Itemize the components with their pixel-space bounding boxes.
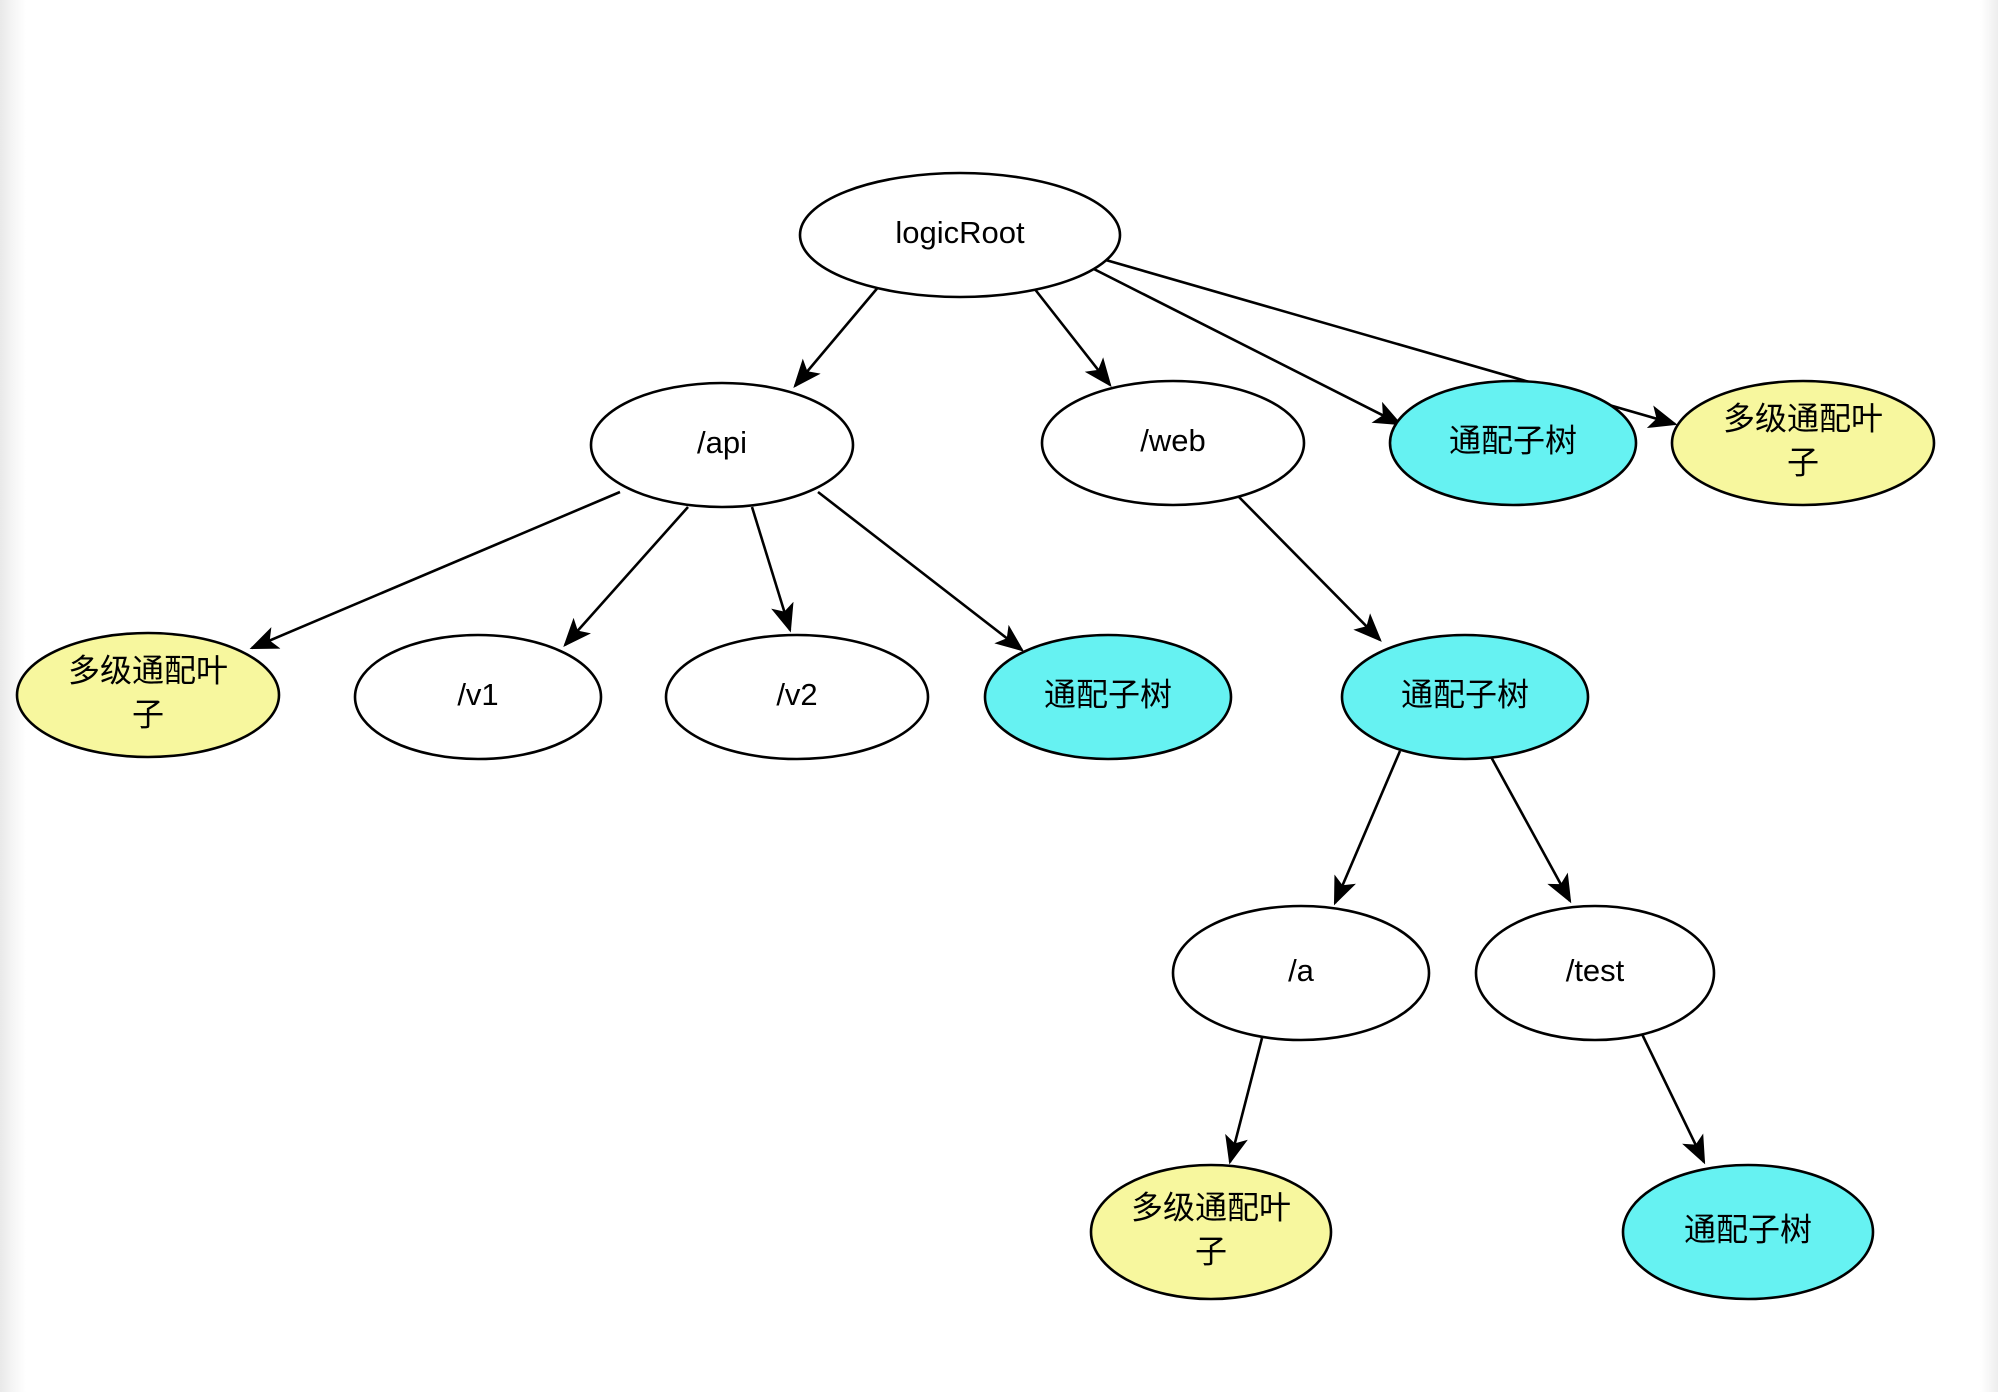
node-label-mwl1-line1: 多级通配叶: [1723, 400, 1883, 436]
node-label-mwl3-line2: 子: [1195, 1233, 1227, 1269]
node-shape-test: [1474, 904, 1716, 1042]
graph-node-wc4[interactable]: 通配子树: [1621, 1163, 1875, 1301]
node-shape-v2: [664, 633, 930, 761]
edge-api-to-v2: [750, 506, 794, 633]
edge-wc3-to-a: [1333, 750, 1402, 906]
node-label-api: /api: [697, 425, 747, 460]
node-label-root: logicRoot: [895, 215, 1025, 250]
graph-node-wc2[interactable]: 通配子树: [983, 633, 1233, 761]
edge-web-to-wc3: [1235, 493, 1382, 642]
node-label-web: /web: [1140, 423, 1205, 458]
node-label-v1: /v1: [457, 677, 498, 712]
node-label-wc1: 通配子树: [1449, 422, 1577, 458]
edge-root-to-wc1: [1079, 260, 1403, 426]
graph-node-web[interactable]: /web: [1040, 379, 1306, 507]
node-label-mwl1-line2: 子: [1787, 444, 1819, 480]
node-label-test: /test: [1566, 953, 1625, 988]
edge-api-to-wc2: [817, 490, 1025, 652]
node-label-wc3: 通配子树: [1401, 676, 1529, 712]
node-shape-wc4: [1621, 1163, 1875, 1301]
graph-node-test[interactable]: /test: [1474, 904, 1716, 1042]
graph-node-a[interactable]: /a: [1171, 904, 1431, 1042]
graph-node-v1[interactable]: /v1: [353, 633, 603, 761]
node-shape-wc3: [1340, 633, 1590, 761]
node-label-mwl2-line2: 子: [132, 696, 164, 732]
node-shape-mwl2: [15, 631, 281, 759]
node-shape-a: [1171, 904, 1431, 1042]
edge-wc3-to-test: [1488, 754, 1572, 904]
node-shape-wc1: [1388, 379, 1638, 507]
graph-node-v2[interactable]: /v2: [664, 633, 930, 761]
edge-root-to-api: [793, 284, 881, 388]
graph-node-wc3[interactable]: 通配子树: [1340, 633, 1590, 761]
node-shape-root: [798, 171, 1122, 299]
node-shape-api: [589, 381, 855, 509]
edge-a-to-mwl3: [1225, 1037, 1264, 1165]
node-shape-mwl3: [1089, 1163, 1333, 1301]
node-label-mwl2-line1: 多级通配叶: [68, 652, 228, 688]
node-label-v2: /v2: [776, 677, 817, 712]
edge-test-to-wc4: [1639, 1031, 1706, 1165]
node-shape-v1: [353, 633, 603, 761]
node-shape-wc2: [983, 633, 1233, 761]
node-shape-web: [1040, 379, 1306, 507]
edge-root-to-web: [1028, 282, 1112, 388]
graph-node-wc1[interactable]: 通配子树: [1388, 379, 1638, 507]
node-label-a: /a: [1288, 953, 1315, 988]
node-label-wc2: 通配子树: [1044, 676, 1172, 712]
graph-node-root[interactable]: logicRoot: [798, 171, 1122, 299]
edge-api-to-v1: [563, 506, 689, 647]
node-label-wc4: 通配子树: [1684, 1211, 1812, 1247]
node-shape-mwl1: [1670, 379, 1936, 507]
edge-api-to-mwl2: [249, 490, 621, 650]
node-label-mwl3-line1: 多级通配叶: [1131, 1189, 1291, 1225]
graph-node-api[interactable]: /api: [589, 381, 855, 509]
